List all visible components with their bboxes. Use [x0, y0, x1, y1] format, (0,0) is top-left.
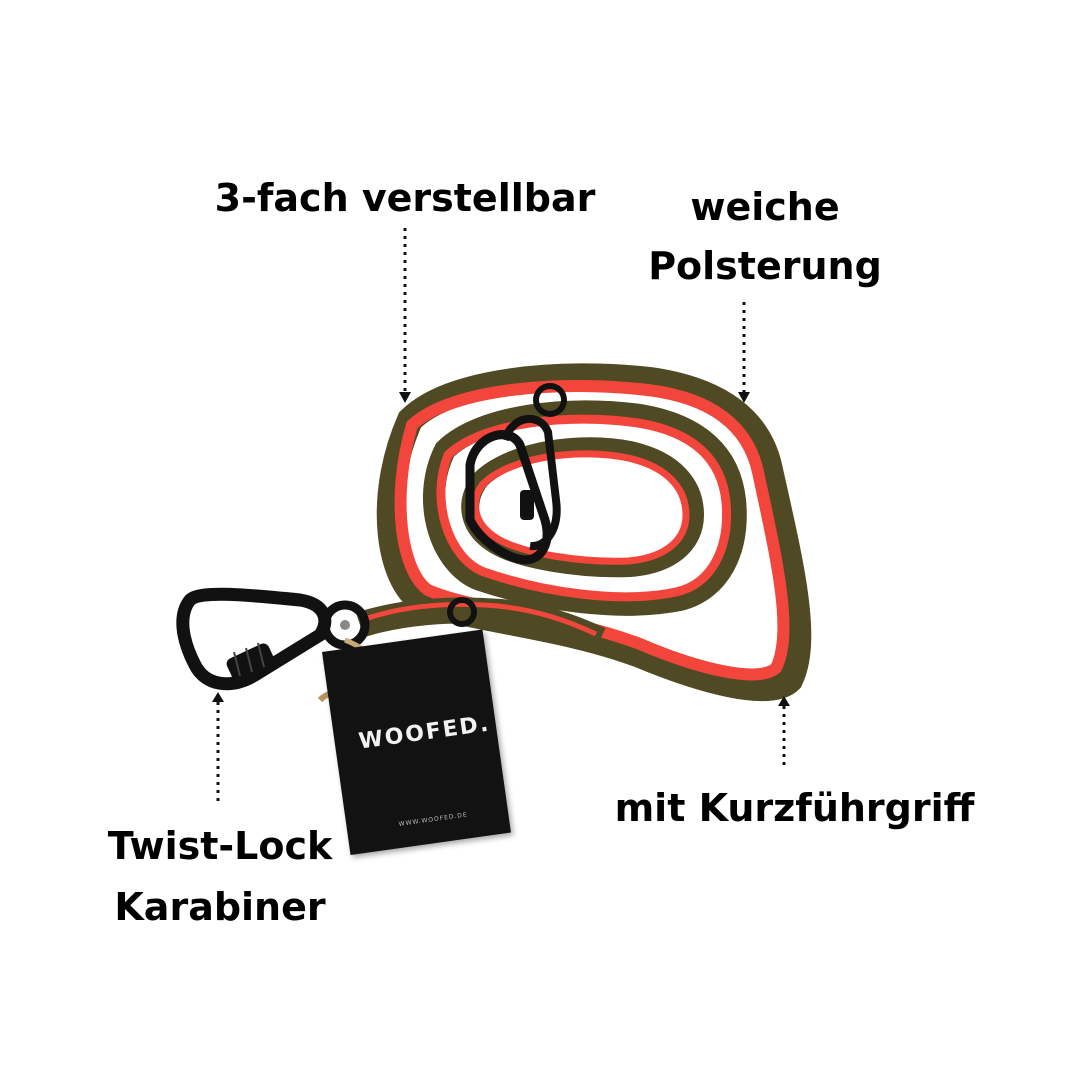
- leash-lead-strap: [355, 597, 606, 652]
- label-carabiner-line1: Twist-Lock: [107, 824, 333, 868]
- carabiner-icon: [447, 383, 567, 627]
- label-handle-text: mit Kurzführgriff: [614, 786, 975, 830]
- label-padding: weiche Polsterung: [640, 178, 890, 296]
- arrow-padding: [738, 302, 750, 403]
- label-padding-line1: weiche: [690, 185, 840, 229]
- brand-logo: WOOFED.: [357, 711, 492, 755]
- twist-lock-carabiner-icon: [176, 587, 370, 691]
- label-carabiner-line2: Karabiner: [114, 884, 326, 929]
- arrow-adjustable: [399, 228, 411, 403]
- label-carabiner: Twist-Lock Karabiner: [85, 816, 355, 938]
- label-adjustable: 3-fach verstellbar: [210, 176, 600, 220]
- arrow-handle: [778, 696, 790, 770]
- leash-middle-loop: [422, 400, 747, 616]
- label-padding-line2: Polsterung: [648, 243, 882, 288]
- arrow-carabiner: [212, 692, 224, 806]
- brand-url: WWW.WOOFED.DE: [398, 811, 469, 828]
- label-handle: mit Kurzführgriff: [612, 786, 977, 830]
- label-adjustable-text: 3-fach verstellbar: [214, 176, 596, 220]
